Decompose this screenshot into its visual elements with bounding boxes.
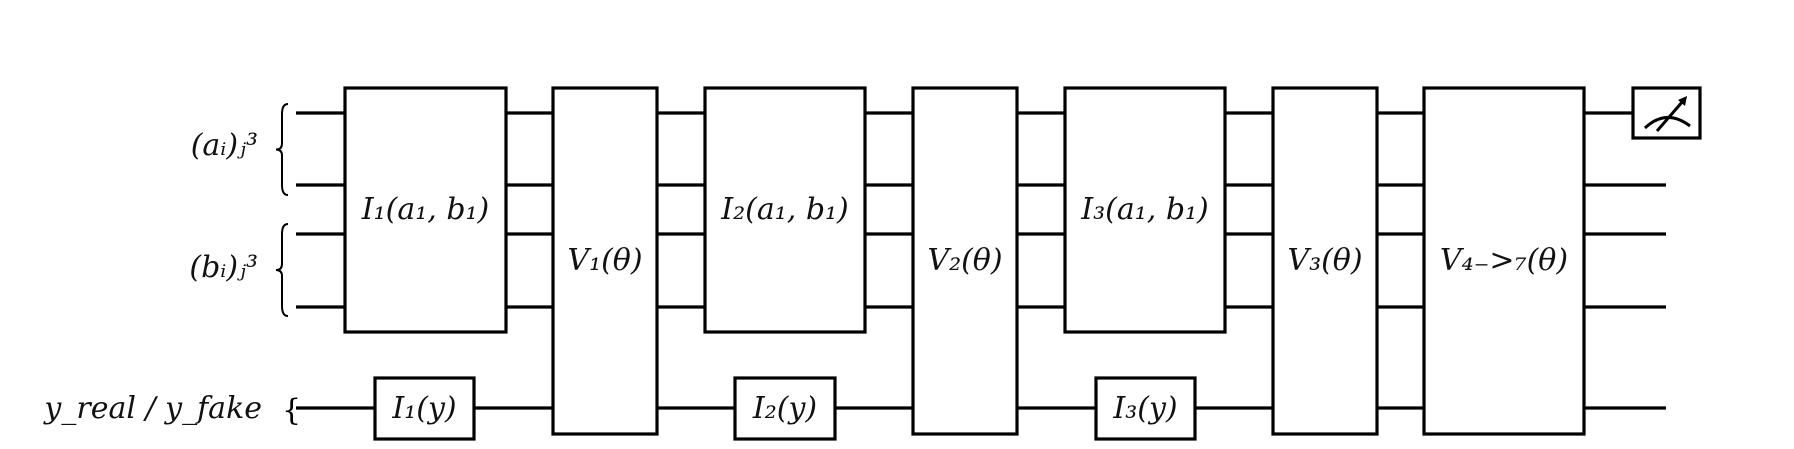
gate-I3-ab: I₃(a₁, b₁) bbox=[1063, 86, 1227, 334]
gate-label: V₁(θ) bbox=[567, 243, 642, 278]
gate-label: I₂(a₁, b₁) bbox=[720, 192, 849, 227]
gate-V3: V₃(θ) bbox=[1271, 86, 1379, 436]
gate-label: V₂(θ) bbox=[927, 243, 1002, 278]
gate-I3-y: I₃(y) bbox=[1094, 376, 1197, 441]
label-y-register: y_real / y_fake bbox=[42, 391, 262, 426]
gate-V1: V₁(θ) bbox=[551, 86, 659, 436]
gate-V4-7: V₄₋>₇(θ) bbox=[1422, 86, 1586, 436]
label-b-register: (bᵢ)ⱼ³ bbox=[189, 250, 258, 285]
gates: I₁(a₁, b₁) V₁(θ) I₂(a₁, b₁) V₂(θ) I₃(a₁, b₁)… bbox=[343, 86, 1586, 441]
gate-I2-y: I₂(y) bbox=[733, 376, 837, 441]
gate-label: I₁(a₁, b₁) bbox=[361, 192, 490, 227]
gate-label: V₄₋>₇(θ) bbox=[1440, 243, 1568, 278]
input-braces: { bbox=[275, 103, 301, 428]
gate-label: I₁(y) bbox=[391, 391, 456, 426]
brace: { bbox=[282, 393, 301, 428]
label-a-register: (aᵢ)ⱼ³ bbox=[191, 128, 258, 163]
gate-label: I₃(a₁, b₁) bbox=[1080, 192, 1209, 227]
meter-icon bbox=[1643, 96, 1691, 132]
gate-I2-ab: I₂(a₁, b₁) bbox=[703, 86, 867, 334]
measurement-meter bbox=[1631, 86, 1702, 140]
brace bbox=[275, 103, 289, 196]
gate-V2: V₂(θ) bbox=[911, 86, 1019, 436]
gate-label: V₃(θ) bbox=[1287, 243, 1362, 278]
gate-label: I₂(y) bbox=[752, 391, 817, 426]
gate-I1-y: I₁(y) bbox=[373, 376, 476, 441]
gate-I1-ab: I₁(a₁, b₁) bbox=[343, 86, 508, 334]
brace bbox=[275, 223, 289, 317]
gate-label: I₃(y) bbox=[1112, 391, 1177, 426]
